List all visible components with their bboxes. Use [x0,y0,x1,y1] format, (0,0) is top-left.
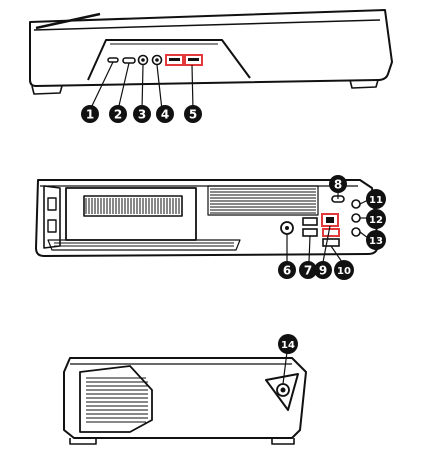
front-left-foot [31,85,63,95]
svg-text:8: 8 [334,178,342,192]
rear-usb-port-2 [302,228,318,237]
rear-top-vent [207,185,319,216]
svg-text:11: 11 [369,195,383,206]
svg-text:2: 2 [114,108,122,122]
callout-14: 14 [278,334,298,354]
callout-6: 6 [278,261,296,279]
callout-7: 7 [299,261,317,279]
svg-text:1: 1 [86,108,94,122]
rear-audio-jack-2 [351,213,361,223]
rear-audio-jack-3 [351,227,361,237]
svg-text:9: 9 [319,264,327,278]
side-intake-grille [86,377,148,423]
side-chassis [63,357,307,439]
svg-text:5: 5 [189,108,197,122]
front-usb-c-port [122,57,136,64]
front-leaders [89,61,194,111]
rear-bottom-vent [47,239,241,251]
svg-text:12: 12 [369,215,383,226]
svg-text:10: 10 [337,266,351,277]
front-accent-line [35,12,101,30]
callout-13: 13 [366,230,386,250]
callout-12: 12 [366,209,386,229]
side-view [63,357,307,445]
front-right-foot [349,79,379,89]
rear-usb-port-1 [302,217,318,226]
callout-8: 8 [329,175,347,193]
callout-11: 11 [366,189,386,209]
svg-text:6: 6 [283,264,291,278]
svg-text:7: 7 [304,264,312,278]
callout-2: 2 [109,105,127,123]
rear-usb-port-4 [322,238,340,247]
side-triangle-panel [265,373,299,411]
callout-4: 4 [156,105,174,123]
callout-markers: 1 2 3 4 5 6 7 8 [81,105,386,354]
rear-bracket [43,185,61,249]
front-power-button [107,57,119,63]
rear-audio-jack-1 [351,199,361,209]
front-io-recess [87,39,251,81]
side-leader [282,351,288,385]
callout-1: 1 [81,105,99,123]
front-top-edge [33,19,381,31]
svg-text:3: 3 [138,108,146,122]
callout-5: 5 [184,105,202,123]
callout-10: 10 [334,260,354,280]
front-view [29,9,393,95]
rear-vent-hatching [54,188,316,247]
callout-9: 9 [314,261,332,279]
side-ports [276,383,290,397]
svg-text:4: 4 [161,108,169,122]
svg-text:13: 13 [369,236,383,247]
rear-slot-pins [85,198,180,214]
callout-3: 3 [133,105,151,123]
svg-text:14: 14 [281,340,295,351]
front-chassis [29,9,393,87]
rear-usb-port-3 [322,228,340,237]
front-ports [107,54,203,66]
side-intake-frame [79,365,153,433]
